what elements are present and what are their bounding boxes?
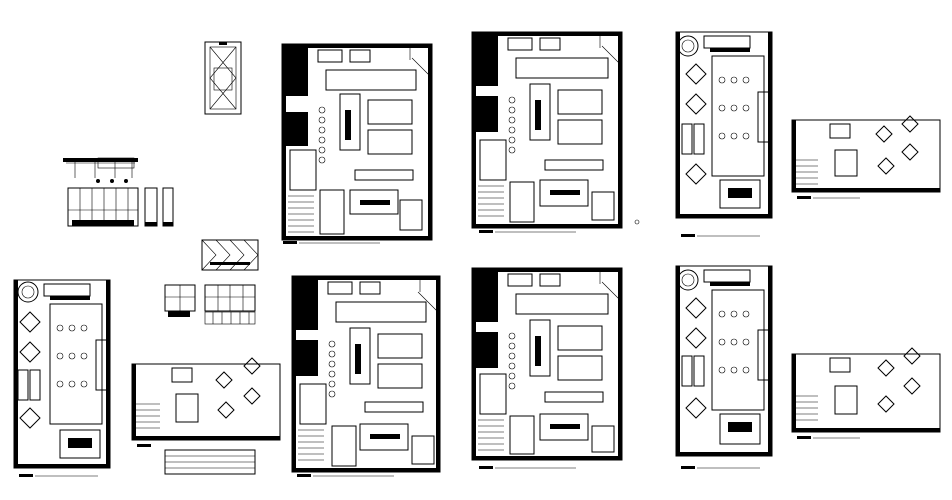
- center-details: [164, 239, 259, 325]
- kitchen-plan-d: [471, 267, 623, 469]
- kitchen-plan-c: [291, 275, 441, 477]
- restaurant-plan-b: [13, 279, 111, 477]
- restaurant-room-c: [791, 347, 941, 439]
- restaurant-plan-c: [675, 265, 773, 469]
- restaurant-plan-a: [675, 31, 773, 237]
- kitchen-plan-a: [281, 43, 433, 244]
- restaurant-room-b: [131, 357, 281, 475]
- restaurant-room-a: [791, 115, 941, 199]
- small-room-detail: [204, 41, 242, 115]
- cabinet-elevation-detail: [63, 157, 174, 227]
- kitchen-plan-b: [471, 31, 640, 233]
